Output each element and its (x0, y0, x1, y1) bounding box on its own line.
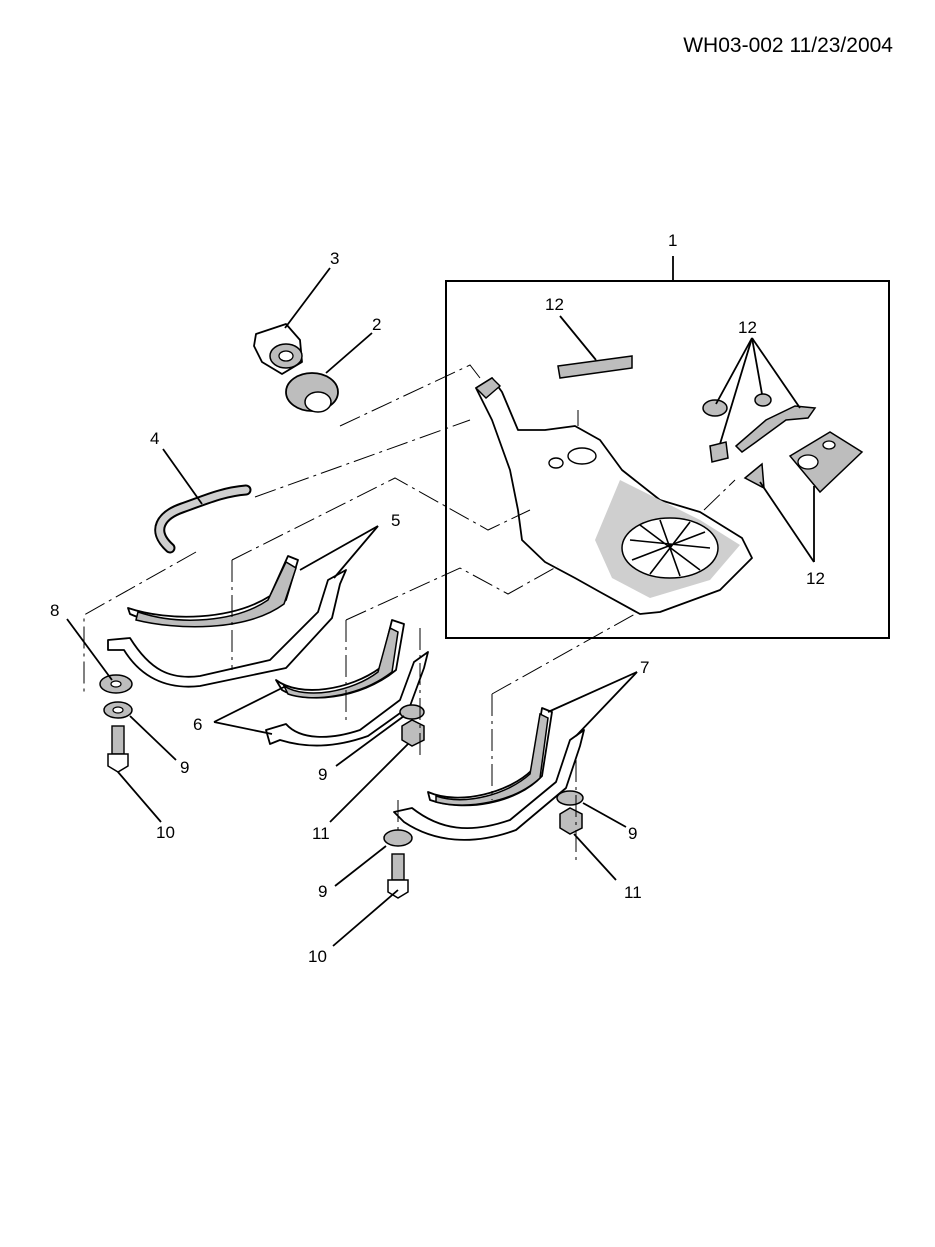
callout-9-rear-left: 9 (318, 882, 327, 901)
insulator-pad-round-large (702, 399, 728, 417)
callout-9-rear-right: 9 (628, 824, 637, 843)
insulator-pad-top (557, 355, 633, 379)
tank-strap-front (107, 555, 347, 688)
callout-2: 2 (372, 315, 381, 334)
callout-8: 8 (50, 601, 59, 620)
callout-12-top: 12 (545, 295, 564, 314)
callout-9-middle: 9 (318, 765, 327, 784)
tank-strap-middle (265, 619, 429, 747)
fuel-filler-cap (253, 323, 303, 375)
insulator-pad-strip (734, 405, 817, 453)
insulator-pad-bracket (788, 431, 864, 494)
fuel-tank (474, 377, 753, 615)
callout-10-left: 10 (156, 823, 175, 842)
washer-9-rear-right (556, 790, 584, 806)
document-id: WH03-002 11/23/2004 (683, 34, 893, 57)
callout-7: 7 (640, 658, 649, 677)
washer-9-left (103, 701, 133, 719)
callout-4: 4 (150, 429, 159, 448)
fuel-tank-assembly-box (445, 280, 890, 639)
tank-strap-rear (393, 707, 585, 841)
callout-11-rear: 11 (624, 883, 642, 902)
callout-11-middle: 11 (312, 824, 330, 843)
washer-9-rear-left (383, 829, 413, 847)
bolt-10-rear (387, 853, 409, 899)
insulator-pad-square (709, 441, 729, 463)
callout-12-upper-right: 12 (738, 318, 757, 337)
spacer-8 (99, 674, 133, 694)
nut-11-rear (559, 807, 583, 835)
callout-1: 1 (668, 231, 677, 250)
filler-neck-seal (285, 372, 339, 413)
callout-5: 5 (391, 511, 400, 530)
callout-6: 6 (193, 715, 202, 734)
bolt-10-left (107, 725, 129, 773)
callout-9-left: 9 (180, 758, 189, 777)
nut-11-middle (401, 719, 425, 747)
callout-3: 3 (330, 249, 339, 268)
callout-10-rear: 10 (308, 947, 327, 966)
insulator-pad-round-small (754, 393, 772, 407)
callout-12-lower-right: 12 (806, 569, 825, 588)
insulator-pad-triangle (743, 462, 765, 490)
washer-9-middle (399, 704, 425, 720)
